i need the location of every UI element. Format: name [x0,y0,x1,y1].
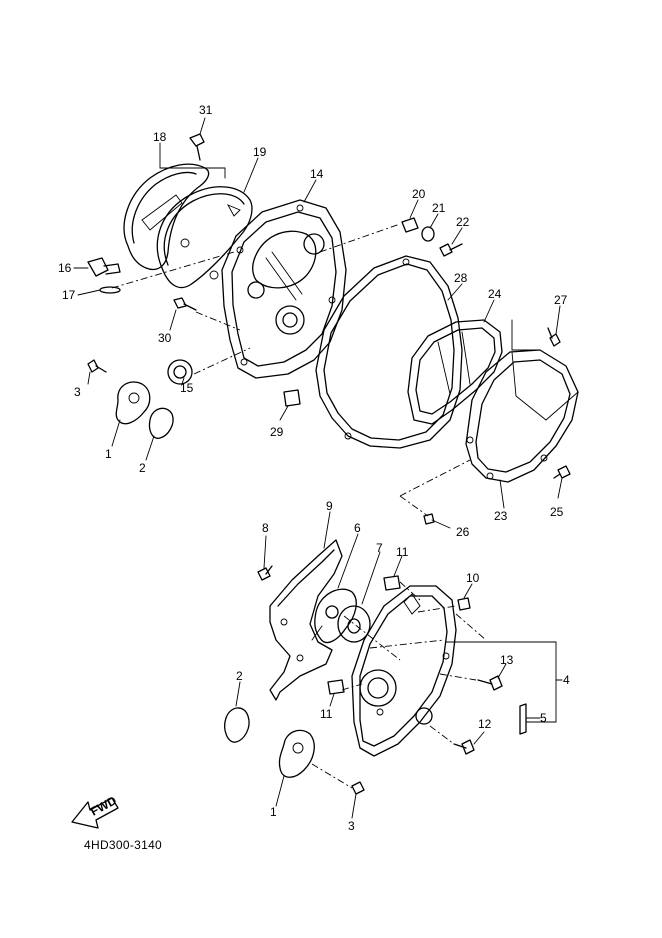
callout-3-lower: 3 [348,819,355,833]
part-7-disc [337,605,371,643]
callout-12: 12 [478,717,492,731]
upper-leader-lines [73,117,563,529]
callout-2-lower: 2 [236,669,243,683]
callout-30: 30 [158,331,172,345]
part-18-cover-plate [123,163,210,271]
part-4-crankcase-cover-assy [351,585,457,757]
callout-23: 23 [494,509,508,523]
callout-28: 28 [454,271,468,285]
callout-11-upper: 11 [396,545,409,559]
callout-18: 18 [153,130,167,144]
callout-4: 4 [563,673,570,687]
catalog-code: 4HD300-3140 [84,838,163,852]
fwd-direction-arrow: FWD [71,793,119,829]
callout-2-upper: 2 [139,461,146,475]
callout-29: 29 [270,425,284,439]
part-24-gasket [407,319,503,425]
callout-1-lower: 1 [270,805,277,819]
part-9-gasket [269,539,343,701]
callout-6: 6 [354,521,361,535]
callout-26: 26 [456,525,470,539]
callout-11-lower: 11 [320,707,333,721]
fwd-label: FWD [88,793,119,818]
callout-20: 20 [412,187,426,201]
lower-leader-lines [235,511,563,819]
callout-21: 21 [432,201,446,215]
part-14-crankcase-cover [221,199,347,379]
callout-17: 17 [62,288,76,302]
callout-numbers: 31 18 19 14 20 21 22 16 17 28 24 27 30 3… [58,103,570,833]
callout-13: 13 [500,653,514,667]
part-23-generator-cover [465,349,579,483]
callout-15: 15 [180,381,194,395]
callout-5: 5 [540,711,547,725]
callout-1-upper: 1 [105,447,112,461]
callout-9: 9 [326,499,333,513]
callout-16: 16 [58,261,72,275]
part-28-cover-gasket [315,255,463,449]
part-19-gasket [156,186,253,289]
callout-8: 8 [262,521,269,535]
callout-22: 22 [456,215,470,229]
callout-24: 24 [488,287,502,301]
callout-25: 25 [550,505,564,519]
callout-7: 7 [376,541,383,555]
callout-27: 27 [554,293,568,307]
callout-19: 19 [253,145,267,159]
upper-hardware [87,133,571,525]
callout-14: 14 [310,167,324,181]
callout-3-upper: 3 [74,385,81,399]
part-6-plate [311,588,357,644]
callout-31: 31 [199,103,213,117]
lower-hardware [224,565,527,795]
callout-10: 10 [466,571,480,585]
